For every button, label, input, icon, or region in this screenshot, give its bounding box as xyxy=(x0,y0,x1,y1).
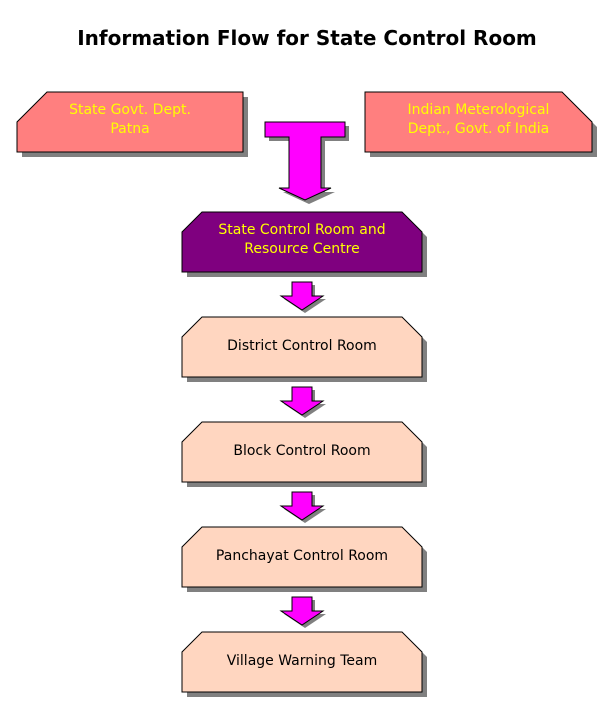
down-arrow-icon xyxy=(279,491,326,523)
source-box-imd xyxy=(364,91,597,157)
source-label-state-govt: State Govt. Dept. Patna xyxy=(17,92,243,152)
hub-label: State Control Room and Resource Centre xyxy=(182,212,422,272)
level-label-district: District Control Room xyxy=(227,337,377,354)
label-line: State Control Room and xyxy=(218,222,386,238)
arrow-shape xyxy=(279,386,325,416)
level-box-block xyxy=(181,421,427,487)
source-box-state-govt xyxy=(16,91,248,157)
label-line: State Govt. Dept. xyxy=(69,102,191,118)
box-shape xyxy=(181,526,423,588)
merge-down-arrow-icon xyxy=(264,121,349,204)
down-arrow-icon xyxy=(279,596,326,628)
arrow-shape xyxy=(279,596,325,626)
down-arrow-icon xyxy=(279,281,326,313)
label-line: Patna xyxy=(110,121,150,137)
level-box-panchayat xyxy=(181,526,427,592)
diagram-title: Information Flow for State Control Room xyxy=(77,26,537,50)
box-shape xyxy=(16,91,244,153)
level-box-village xyxy=(181,631,427,697)
arrow-shape xyxy=(279,491,325,521)
arrow-shape xyxy=(264,121,346,201)
down-arrow-icon xyxy=(279,386,326,418)
label-line: Dept., Govt. of India xyxy=(407,121,550,137)
level-label-panchayat: Panchayat Control Room xyxy=(215,547,389,564)
level-label-block: Block Control Room xyxy=(233,442,371,459)
hub-box xyxy=(181,211,427,277)
box-shape xyxy=(181,631,423,693)
label-line: Indian Meterological xyxy=(407,102,550,118)
arrow-shape xyxy=(279,281,325,311)
box-shape xyxy=(181,211,423,273)
box-shape xyxy=(181,421,423,483)
level-box-district xyxy=(181,316,427,382)
level-label-village: Village Warning Team xyxy=(226,652,378,669)
label-line: Resource Centre xyxy=(244,241,360,257)
box-shape xyxy=(181,316,423,378)
box-shape xyxy=(364,91,593,153)
source-label-imd: Indian Meterological Dept., Govt. of Ind… xyxy=(365,92,592,152)
